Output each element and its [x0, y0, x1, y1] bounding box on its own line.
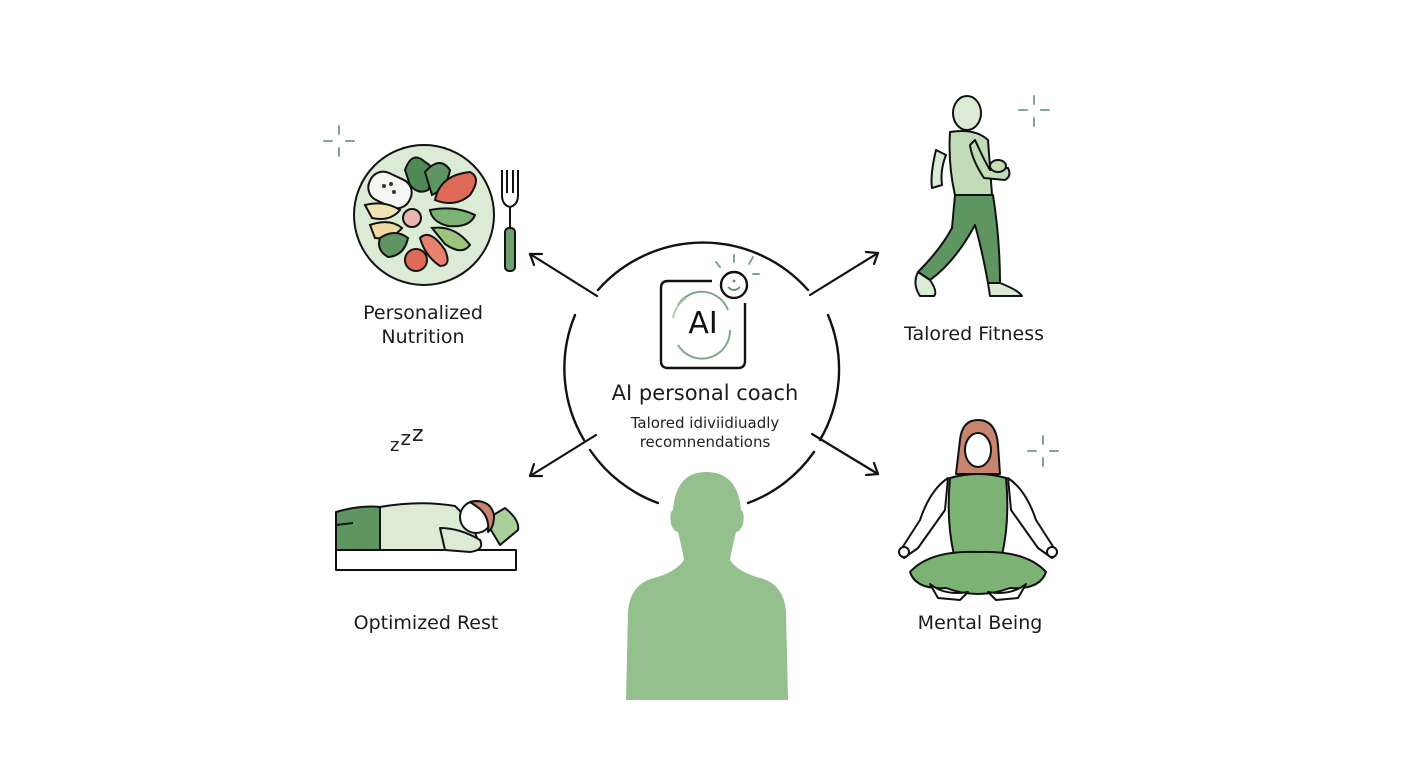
label-mental: Mental Being	[917, 612, 1043, 634]
label-nutrition-line2: Nutrition	[381, 326, 465, 348]
sparkle-icon	[323, 125, 355, 157]
arrow-to-fitness	[808, 250, 880, 297]
center-title: AI personal coach	[611, 381, 799, 405]
arrow-to-mental	[810, 432, 880, 477]
running-person-icon	[914, 95, 1023, 297]
arrows	[528, 250, 880, 478]
arrow-to-rest	[528, 433, 598, 478]
sleep-z-icon: zzz	[390, 422, 425, 456]
label-nutrition-line1: Personalized	[363, 302, 483, 324]
user-silhouette-icon	[626, 472, 788, 700]
food-plate-icon	[353, 144, 495, 286]
smiley-sun-icon	[719, 270, 749, 300]
label-fitness: Talored Fitness	[904, 323, 1044, 345]
sleeping-person-icon	[335, 500, 520, 571]
center-subtitle-line2: recomnendations	[639, 433, 771, 451]
meditation-icon	[898, 419, 1058, 601]
center-subtitle-line1: Talored idiviidiuadly	[630, 414, 780, 432]
central-ring	[563, 241, 841, 505]
fork-icon	[501, 170, 519, 272]
label-rest: Optimized Rest	[353, 612, 499, 634]
sparkle-icon	[1027, 435, 1059, 467]
sparkle-icon	[1018, 95, 1050, 127]
ai-icon-text: AI	[688, 306, 718, 341]
ai-chip-icon	[659, 254, 760, 370]
center-subtitle: Talored idiviidiuadly recomnendations	[560, 414, 850, 452]
arrow-to-nutrition	[528, 252, 599, 298]
label-nutrition: Personalized Nutrition	[333, 301, 513, 349]
